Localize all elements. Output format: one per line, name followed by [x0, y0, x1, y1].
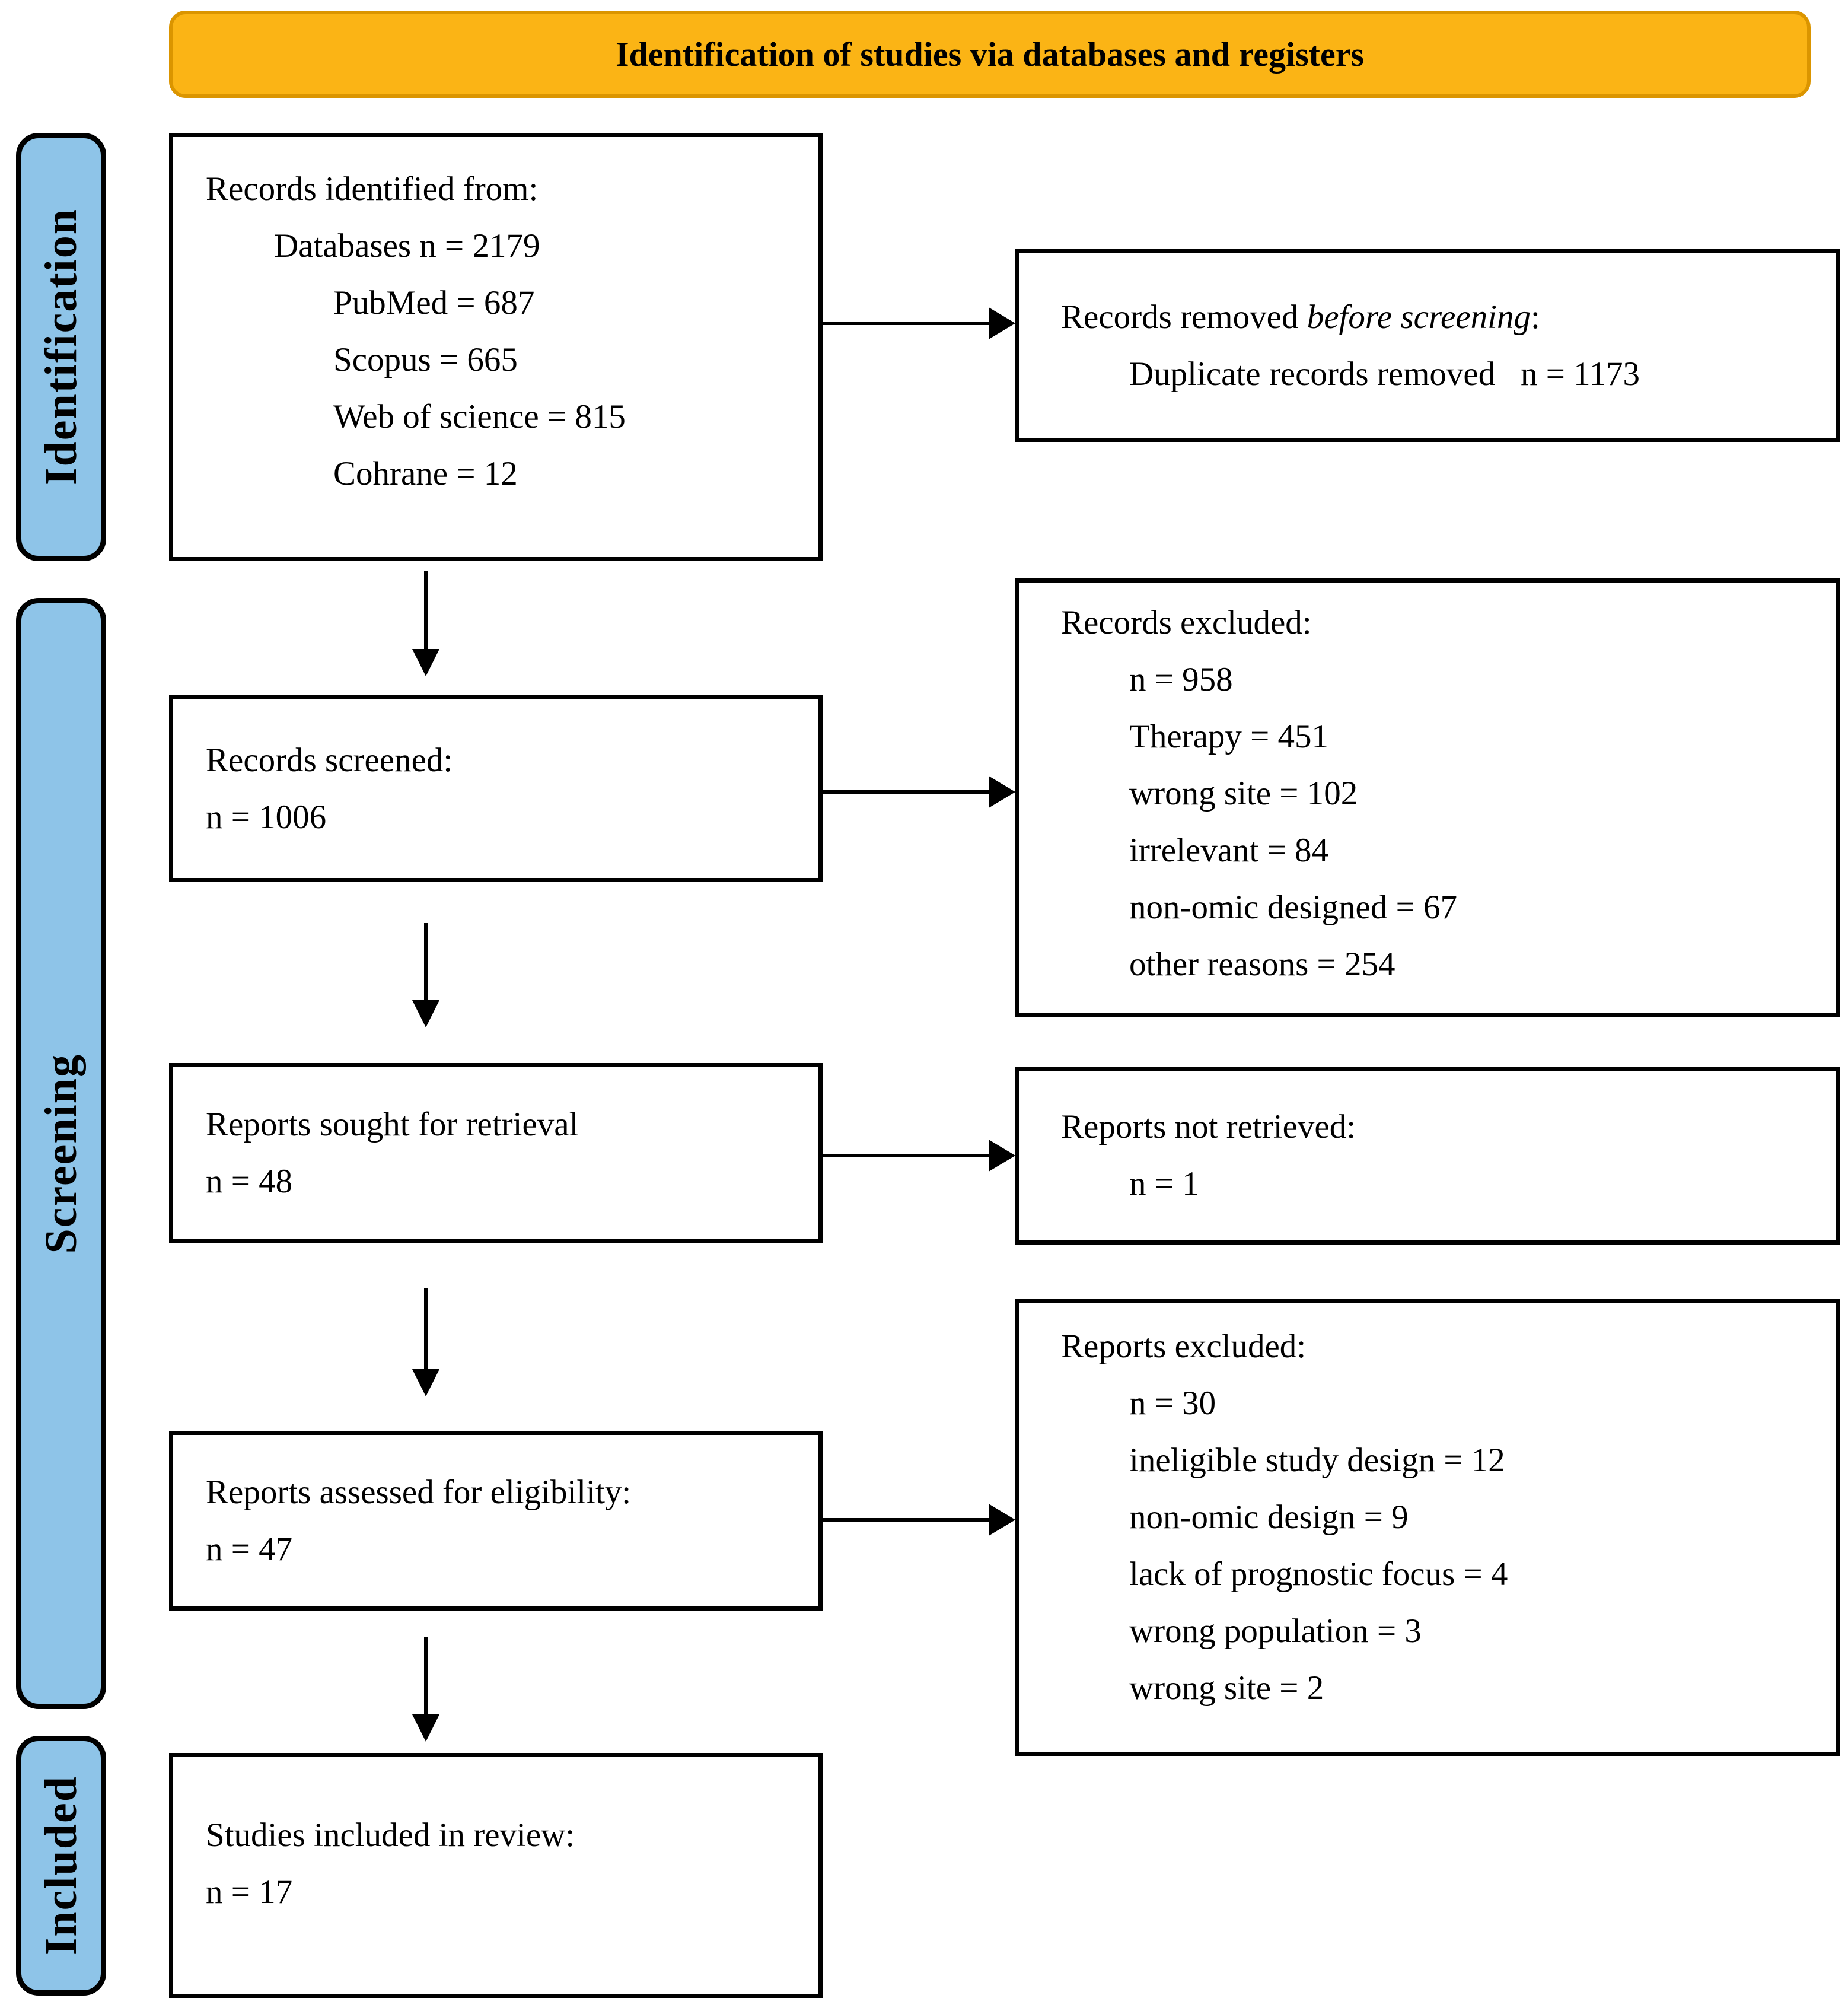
text-segment: Reports assessed for eligibility:	[206, 1473, 632, 1511]
text-segment: Reports sought for retrieval	[206, 1105, 579, 1143]
text-segment: n = 48	[206, 1162, 293, 1200]
text-line: n = 47	[206, 1521, 807, 1578]
text-segment: Records identified from:	[206, 170, 539, 208]
arrow-stem	[823, 1518, 990, 1522]
box-records-screened: Records screened: n = 1006	[169, 695, 823, 882]
text-line: Duplicate records removed n = 1173	[1061, 346, 1824, 403]
text-line: n = 48	[206, 1153, 807, 1210]
box-reports-excluded: Reports excluded: n = 30 ineligible study …	[1015, 1299, 1840, 1756]
text-line: PubMed = 687	[206, 275, 807, 332]
arrow-right-head	[989, 307, 1015, 339]
text-line: Reports excluded:	[1061, 1318, 1824, 1375]
box-reports-not-retrieved: Reports not retrieved: n = 1	[1015, 1067, 1840, 1245]
stage-label-included-text: Included	[36, 1775, 86, 1956]
text-line: non-omic design = 9	[1061, 1489, 1824, 1546]
arrow-down-head	[412, 649, 439, 676]
banner-title: Identification of studies via databases …	[169, 11, 1811, 98]
text-segment: n = 958	[1129, 661, 1233, 698]
text-segment: ineligible study design = 12	[1129, 1442, 1505, 1479]
text-line: Studies included in review:	[206, 1807, 807, 1864]
text-segment: non-omic design = 9	[1129, 1498, 1409, 1536]
text-line: Databases n = 2179	[206, 218, 807, 275]
arrow-stem	[424, 571, 428, 651]
text-segment: Scopus = 665	[333, 341, 518, 378]
text-line: irrelevant = 84	[1061, 822, 1824, 879]
text-segment: wrong site = 102	[1129, 775, 1358, 812]
text-segment: Reports excluded:	[1061, 1328, 1307, 1365]
arrow-stem	[823, 322, 990, 325]
arrow-right-head	[989, 776, 1015, 808]
arrow-stem	[424, 1288, 428, 1370]
text-line: n = 958	[1061, 651, 1824, 708]
text-segment: Reports not retrieved:	[1061, 1108, 1356, 1145]
arrow-down-head	[412, 1369, 439, 1396]
text-line: wrong site = 2	[1061, 1660, 1824, 1717]
arrow-stem	[424, 923, 428, 1001]
text-line: n = 1006	[206, 789, 807, 846]
box-reports-assessed: Reports assessed for eligibility: n = 47	[169, 1431, 823, 1611]
text-segment: Duplicate records removed n = 1173	[1129, 355, 1640, 393]
arrow-stem	[823, 1154, 990, 1157]
stage-label-screening: Screening	[16, 598, 106, 1709]
text-segment: Databases n = 2179	[274, 227, 540, 265]
text-line: lack of prognostic focus = 4	[1061, 1546, 1824, 1603]
text-segment: Therapy = 451	[1129, 718, 1329, 755]
arrow-stem	[823, 790, 990, 794]
text-segment: non-omic designed = 67	[1129, 889, 1457, 926]
text-segment: n = 1	[1129, 1165, 1199, 1202]
text-segment: irrelevant = 84	[1129, 832, 1329, 869]
text-line: Scopus = 665	[206, 332, 807, 389]
text-segment: Records removed	[1061, 298, 1307, 336]
text-line: Records screened:	[206, 732, 807, 789]
text-line: Reports sought for retrieval	[206, 1096, 807, 1153]
arrow-right-head	[989, 1140, 1015, 1172]
text-line: Therapy = 451	[1061, 708, 1824, 765]
text-line: other reasons = 254	[1061, 936, 1824, 993]
text-line: Reports not retrieved:	[1061, 1099, 1824, 1156]
text-line: Reports assessed for eligibility:	[206, 1464, 807, 1521]
stage-label-screening-text: Screening	[36, 1053, 86, 1254]
text-segment: n = 1006	[206, 798, 327, 836]
text-segment: wrong site = 2	[1129, 1669, 1324, 1707]
text-segment: Cohrane = 12	[333, 455, 518, 492]
text-line: Web of science = 815	[206, 389, 807, 446]
text-line: wrong population = 3	[1061, 1603, 1824, 1660]
stage-label-identification-text: Identification	[36, 208, 86, 486]
text-segment: Records screened:	[206, 741, 453, 779]
stage-label-identification: Identification	[16, 133, 106, 561]
text-line: n = 1	[1061, 1156, 1824, 1213]
text-segment: wrong population = 3	[1129, 1612, 1422, 1650]
text-segment: lack of prognostic focus = 4	[1129, 1555, 1508, 1593]
arrow-down-head	[412, 1000, 439, 1027]
arrow-right-head	[989, 1504, 1015, 1536]
box-records-removed-before-screening: Records removed before screening: Duplica…	[1015, 249, 1840, 442]
text-segment: other reasons = 254	[1129, 946, 1395, 983]
text-segment: Records excluded:	[1061, 604, 1312, 641]
box-reports-sought: Reports sought for retrieval n = 48	[169, 1063, 823, 1243]
box-records-identified: Records identified from: Databases n = 21…	[169, 133, 823, 561]
text-line: Records removed before screening:	[1061, 289, 1824, 346]
box-studies-included: Studies included in review: n = 17	[169, 1753, 823, 1998]
text-segment: n = 17	[206, 1873, 293, 1911]
arrow-stem	[424, 1637, 428, 1716]
text-line: n = 17	[206, 1864, 807, 1921]
text-line: n = 30	[1061, 1375, 1824, 1432]
text-segment-italic: before screening	[1307, 298, 1531, 336]
stage-label-included: Included	[16, 1736, 106, 1996]
text-line: wrong site = 102	[1061, 765, 1824, 822]
text-line: Records excluded:	[1061, 594, 1824, 651]
arrow-down-head	[412, 1714, 439, 1742]
text-line: Records identified from:	[206, 161, 807, 218]
text-segment: :	[1530, 298, 1540, 336]
text-segment: n = 47	[206, 1530, 293, 1568]
text-line: ineligible study design = 12	[1061, 1432, 1824, 1489]
text-line: non-omic designed = 67	[1061, 879, 1824, 936]
text-segment: Studies included in review:	[206, 1816, 575, 1854]
text-line: Cohrane = 12	[206, 446, 807, 502]
text-segment: PubMed = 687	[333, 284, 535, 322]
text-segment: Web of science = 815	[333, 398, 626, 435]
text-segment: n = 30	[1129, 1385, 1216, 1422]
